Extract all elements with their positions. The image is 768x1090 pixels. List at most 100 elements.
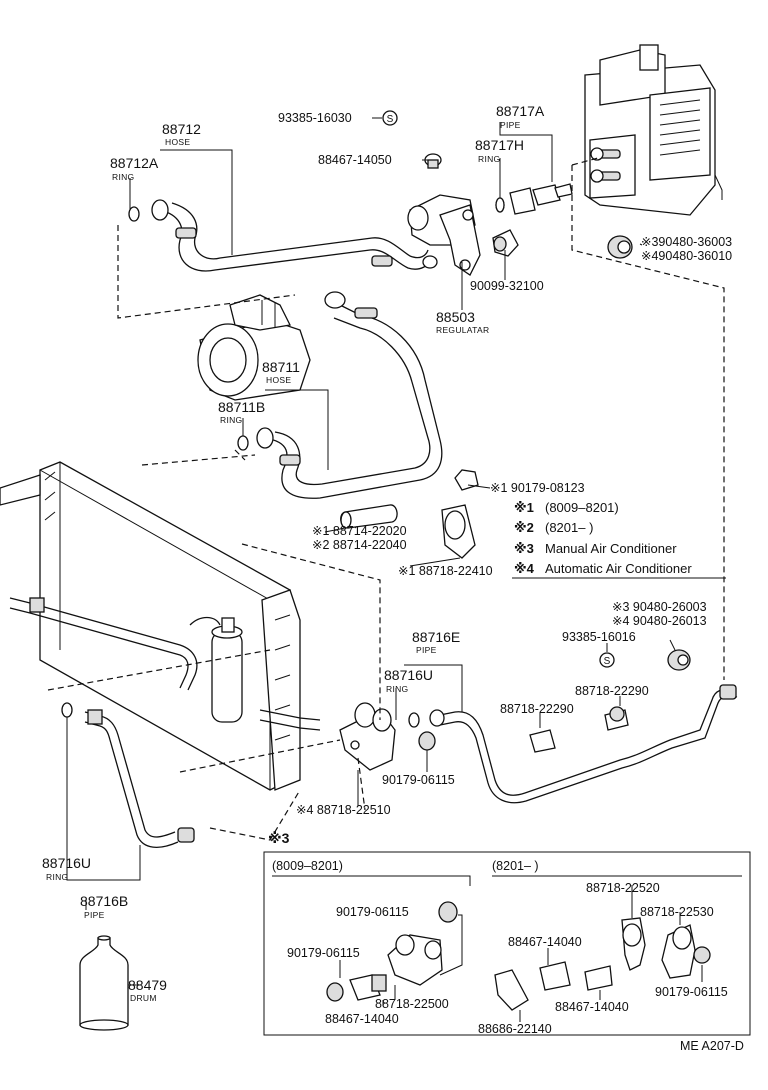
label-88717a-pipe: PIPE xyxy=(500,120,521,130)
ring-88716u-left xyxy=(61,702,73,718)
label-88712: 88712 xyxy=(162,121,201,137)
label-90099-32100: 90099-32100 xyxy=(470,279,544,293)
label-90179-06115: 90179-06115 xyxy=(382,773,455,787)
label-88716u-top-ring: RING xyxy=(386,684,408,694)
inset-label-90179-06115-b: 90179-06115 xyxy=(287,946,360,960)
inset-label-88718-22500: 88718-22500 xyxy=(375,997,449,1011)
part-labels: 93385-16030 88467-14050 88717A PIPE 8871… xyxy=(42,103,744,1053)
label-88503: 88503 xyxy=(436,309,475,325)
ring-88716u-center xyxy=(408,712,420,728)
label-88718-22290-b: 88718-22290 xyxy=(575,684,649,698)
label-88712-hose: HOSE xyxy=(165,137,190,147)
grommet-90179-08123 xyxy=(454,469,479,491)
label-88716b: 88716B xyxy=(80,893,128,909)
svg-text:S: S xyxy=(387,114,394,125)
clamp-88718-22290-b xyxy=(604,706,629,731)
inset-label-88718-22520: 88718-22520 xyxy=(586,881,660,895)
label-88717a: 88717A xyxy=(496,103,545,119)
legend-mark-2: ※2 xyxy=(514,520,534,535)
bracket-88718-22510 xyxy=(339,702,396,771)
label-88711-hose: HOSE xyxy=(266,375,291,385)
condenser xyxy=(0,461,301,791)
sleeve-88714 xyxy=(340,504,398,529)
label-90480-36010: ※490480-36010 xyxy=(641,249,732,263)
inset-label-88467-14040-c: 88467-14040 xyxy=(555,1000,629,1014)
label-88479: 88479 xyxy=(128,977,167,993)
hose-88711 xyxy=(256,291,443,499)
legend-text-1: (8009–8201) xyxy=(545,500,619,515)
evaporator-unit xyxy=(584,44,723,216)
label-88716u: 88716U xyxy=(42,855,91,871)
svg-text:S: S xyxy=(604,656,611,667)
legend-mark-1: ※1 xyxy=(514,500,534,515)
inset-label-88467-14040-a: 88467-14040 xyxy=(325,1012,399,1026)
label-88717h: 88717H xyxy=(475,137,524,153)
ring-88712a xyxy=(128,206,140,222)
s-mark-mid: S xyxy=(599,652,615,668)
label-88718-22510: ※4 88718-22510 xyxy=(296,803,391,817)
label-88467-14050: 88467-14050 xyxy=(318,153,392,167)
grommet-upper xyxy=(607,235,633,259)
inset-label-88718-22530: 88718-22530 xyxy=(640,905,714,919)
nut-90179-06115 xyxy=(418,731,436,751)
inset-right-range: (8201– ) xyxy=(492,859,539,873)
drum-88479 xyxy=(79,935,129,1031)
label-88711b-ring: RING xyxy=(220,415,242,425)
label-90480-26003: ※3 90480-26003 xyxy=(612,600,707,614)
inset-label-88467-14040-b: 88467-14040 xyxy=(508,935,582,949)
inset-label-90179-06115-a: 90179-06115 xyxy=(336,905,409,919)
legend: ※1 (8009–8201) ※2 (8201– ) ※3 Manual Air… xyxy=(512,500,726,579)
ring-88711b xyxy=(237,435,249,451)
clamp-88718-22290-a xyxy=(529,729,556,753)
label-88711: 88711 xyxy=(262,359,300,375)
s-mark-top: S xyxy=(382,110,398,126)
label-88712a: 88712A xyxy=(110,155,159,171)
legend-mark-3: ※3 xyxy=(514,541,534,556)
label-93385-16016: 93385-16016 xyxy=(562,630,636,644)
regulator-nut xyxy=(492,229,519,257)
clamp-88718-22410 xyxy=(441,504,476,559)
legend-mark-4: ※4 xyxy=(514,561,535,576)
inset-left-range: (8009–8201) xyxy=(272,859,343,873)
label-88718-22410: ※1 88718-22410 xyxy=(398,564,493,578)
compressor xyxy=(197,294,311,401)
inset-labels: 90179-06115 90179-06115 88718-22500 8846… xyxy=(287,881,728,1036)
grommet-lower xyxy=(667,649,691,671)
legend-text-2: (8201– ) xyxy=(545,520,593,535)
label-88716e-pipe: PIPE xyxy=(416,645,437,655)
label-90179-08123: ※1 90179-08123 xyxy=(490,481,585,495)
ring-88717h xyxy=(495,197,505,213)
label-drum: DRUM xyxy=(130,993,157,1003)
label-88716u-top: 88716U xyxy=(384,667,433,683)
label-88714-22040: ※2 88714-22040 xyxy=(312,538,407,552)
inset-label-90179-06115-c: 90179-06115 xyxy=(655,985,728,999)
pipe-88717a-fitting xyxy=(495,183,573,215)
inset-label-88686-22140: 88686-22140 xyxy=(478,1022,552,1036)
label-93385-16030: 93385-16030 xyxy=(278,111,352,125)
label-88718-22290-a: 88718-22290 xyxy=(500,702,574,716)
inset-manual-ac: ※3 (8009–8201) (8201– ) xyxy=(263,830,751,1036)
hose-88712 xyxy=(151,199,438,272)
condenser-pipes xyxy=(9,597,321,731)
label-88717h-ring: RING xyxy=(478,154,500,164)
label-88716b-pipe: PIPE xyxy=(84,910,105,920)
reference-code: ME A207-D xyxy=(680,1039,744,1053)
pipe-88716b xyxy=(84,709,195,848)
label-88716u-ring: RING xyxy=(46,872,68,882)
nut-88467-14050 xyxy=(424,153,442,169)
label-88716e: 88716E xyxy=(412,629,460,645)
regulator-valve xyxy=(407,194,481,276)
receiver-drier xyxy=(211,617,243,723)
label-88711b: 88711B xyxy=(218,399,265,415)
label-88712a-ring: RING xyxy=(112,172,134,182)
label-88714-22020: ※1 88714-22020 xyxy=(312,524,407,538)
inset-mark: ※3 xyxy=(268,830,290,846)
legend-text-4: Automatic Air Conditioner xyxy=(545,561,692,576)
pipe-88716e xyxy=(429,684,738,804)
label-90480-36003: ※390480-36003 xyxy=(641,235,732,249)
label-regulatar: REGULATAR xyxy=(436,325,489,335)
legend-text-3: Manual Air Conditioner xyxy=(545,541,677,556)
leader-lines xyxy=(47,117,725,986)
label-90480-26013: ※4 90480-26013 xyxy=(612,614,707,628)
